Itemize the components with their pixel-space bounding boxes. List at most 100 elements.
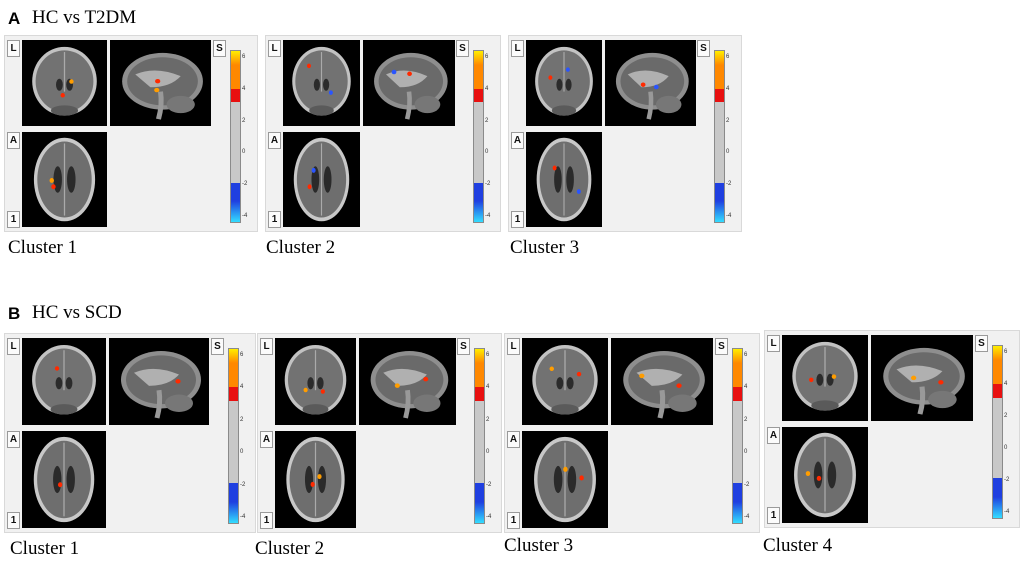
coronal-slice-image — [22, 338, 106, 425]
coronal-view-tag: L — [7, 338, 20, 355]
colorbar-tick-label: -2 — [485, 181, 491, 188]
colorbar-segment-red — [229, 387, 238, 402]
colorbar-tick-label: -4 — [485, 213, 491, 219]
activation-spot — [49, 177, 54, 183]
colorbar-tick-label: 2 — [1004, 413, 1008, 419]
colorbar-segment-cyan — [715, 201, 724, 222]
activation-spot — [548, 75, 553, 80]
coronal-view-tag: L — [268, 40, 281, 57]
colorbar-tick-label: 4 — [726, 85, 730, 92]
activation-spot — [303, 387, 308, 393]
colorbar-segment-blue — [733, 482, 742, 503]
activation-spot — [407, 71, 412, 77]
section-a-title: HC vs T2DM — [32, 7, 137, 28]
section-a-letter: A — [8, 9, 21, 28]
activation-spot — [639, 373, 645, 379]
activation-spot — [154, 87, 160, 93]
colorbar-segment-yellow — [231, 51, 240, 65]
sagittal-slice-image — [871, 335, 973, 421]
cluster-label: Cluster 2 — [255, 538, 325, 559]
colorbar-tick-label: 2 — [744, 416, 748, 423]
colorbar-tick-label: -2 — [242, 181, 248, 188]
activation-spot — [938, 380, 944, 385]
axial-slice-tag: 1 — [767, 507, 780, 524]
colorbar-tick-label: 4 — [240, 384, 244, 391]
activation-spot — [579, 475, 584, 481]
colorbar-tick-label: 2 — [242, 117, 246, 124]
activation-spot — [816, 475, 822, 481]
colorbar-segment-cyan — [733, 502, 742, 523]
activation-spot — [51, 184, 56, 190]
activation-spot — [640, 82, 646, 87]
colorbar — [228, 348, 239, 524]
colorbar-segment-orange — [715, 64, 724, 89]
colorbar-tick-label: -2 — [486, 481, 492, 488]
axial-slice-tag: 1 — [7, 512, 20, 529]
activation-spot — [552, 165, 557, 171]
coronal-view-tag: L — [511, 40, 524, 57]
colorbar-segment-orange — [229, 362, 238, 388]
axial-slice-image — [283, 132, 360, 227]
activation-spot — [676, 383, 682, 388]
colorbar-segment-cyan — [475, 502, 484, 523]
activation-spot — [423, 376, 429, 382]
sagittal-slice-image — [611, 338, 713, 425]
sagittal-view-tag: S — [697, 40, 710, 57]
colorbar-tick-label: -4 — [242, 213, 248, 219]
coronal-view-tag: L — [507, 338, 520, 355]
colorbar-segment-blue — [474, 182, 483, 202]
activation-spot — [57, 482, 63, 488]
colorbar-segment-gray — [993, 397, 1002, 479]
colorbar-tick-label: 0 — [1004, 445, 1008, 451]
cluster-label: Cluster 1 — [8, 237, 78, 258]
colorbar-segment-red — [475, 387, 484, 402]
axial-view-tag: A — [507, 431, 520, 448]
colorbar-segment-gray — [231, 102, 240, 183]
activation-spot — [317, 474, 322, 480]
colorbar-tick-label: 2 — [485, 117, 489, 124]
axial-view-tag: A — [7, 132, 20, 149]
coronal-view-tag: L — [260, 338, 273, 355]
colorbar-tick-label: -4 — [1004, 509, 1010, 515]
colorbar-segment-blue — [715, 182, 724, 202]
colorbar-tick-label: 6 — [744, 352, 748, 358]
colorbar-tick-label: 6 — [485, 54, 489, 60]
sagittal-view-tag: S — [975, 335, 988, 352]
activation-spot — [391, 69, 397, 75]
colorbar — [230, 50, 241, 223]
axial-slice-image — [526, 132, 602, 227]
colorbar-segment-cyan — [229, 502, 238, 523]
activation-spot — [576, 371, 582, 377]
colorbar-tick-label: 6 — [242, 54, 246, 60]
colorbar-tick-label: -4 — [744, 514, 750, 520]
section-b-letter: B — [8, 304, 21, 323]
activation-spot — [563, 466, 568, 472]
cluster-label: Cluster 3 — [504, 535, 574, 556]
colorbar-segment-red — [231, 88, 240, 103]
colorbar-segment-orange — [993, 359, 1002, 384]
colorbar-segment-cyan — [474, 201, 483, 222]
colorbar-tick-label: 2 — [726, 117, 730, 124]
activation-spot — [805, 471, 811, 477]
coronal-slice-image — [22, 40, 107, 126]
activation-spot — [306, 63, 311, 69]
activation-spot — [653, 84, 659, 90]
activation-spot — [549, 366, 554, 372]
colorbar-tick-label: -2 — [726, 181, 732, 188]
section-b-title: HC vs SCD — [32, 302, 122, 323]
axial-slice-tag: 1 — [268, 211, 281, 228]
activation-spot — [831, 374, 837, 379]
colorbar-segment-yellow — [993, 346, 1002, 360]
colorbar-tick-label: 4 — [486, 384, 490, 391]
colorbar-tick-label: -2 — [744, 481, 750, 488]
colorbar-segment-yellow — [474, 51, 483, 65]
activation-spot — [155, 78, 161, 84]
colorbar-tick-label: -4 — [240, 514, 246, 520]
colorbar-tick-label: -2 — [1004, 477, 1010, 483]
colorbar-tick-label: 0 — [242, 149, 246, 156]
activation-spot — [60, 93, 65, 98]
activation-spot — [809, 377, 814, 383]
axial-view-tag: A — [7, 431, 20, 448]
axial-slice-image — [275, 431, 356, 528]
